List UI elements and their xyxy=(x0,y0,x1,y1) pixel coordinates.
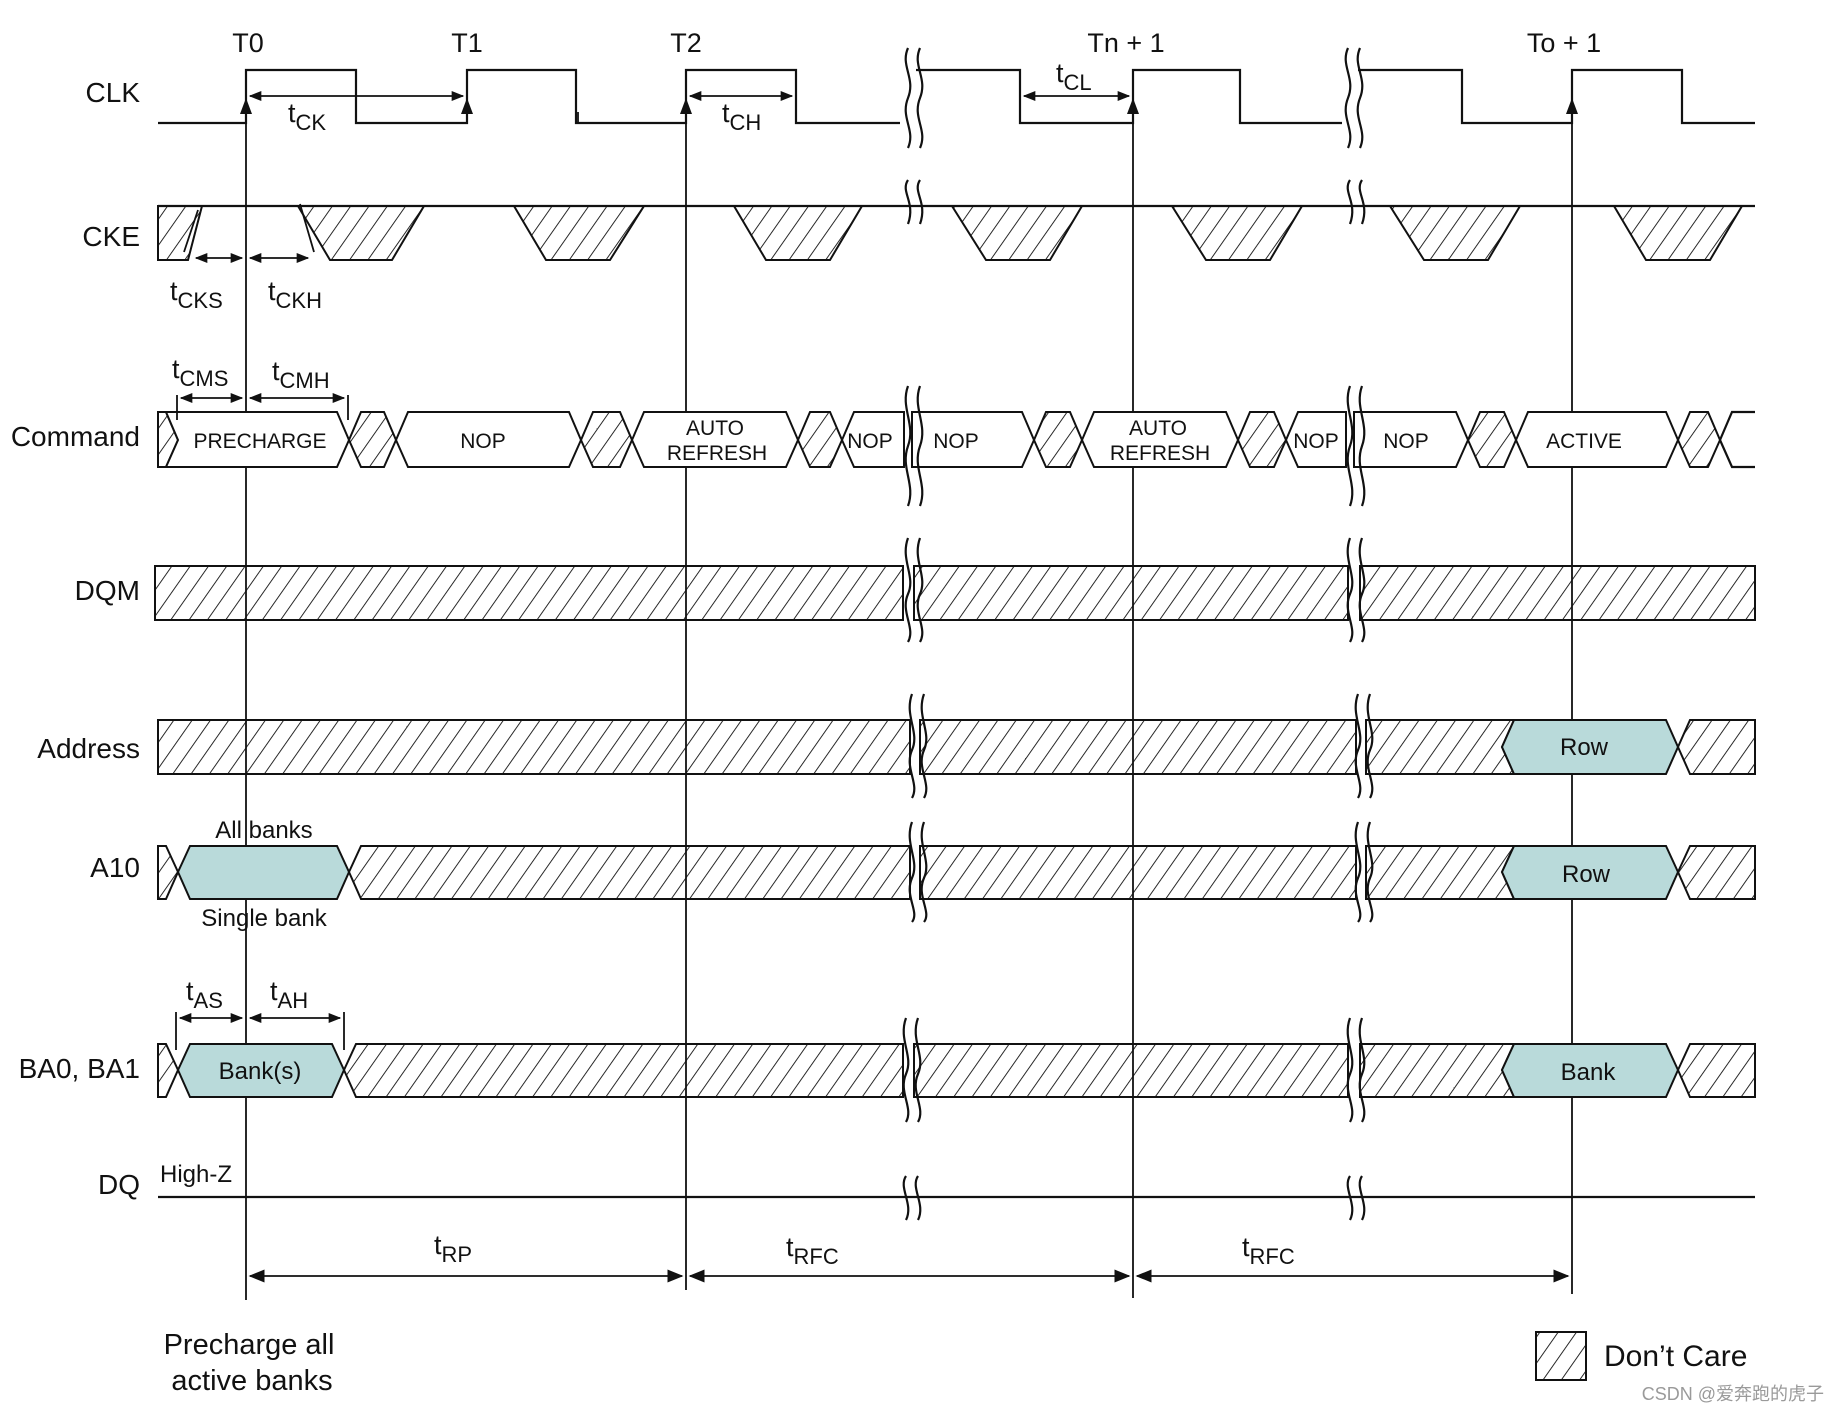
dq-line: High-Z xyxy=(158,1161,1755,1199)
param-tcks: tCKS xyxy=(170,276,223,313)
break-marker xyxy=(904,537,924,643)
command-label: AUTO xyxy=(1129,417,1187,440)
signal-label-dq: DQ xyxy=(98,1169,140,1200)
command-label: NOP xyxy=(933,430,979,453)
clk-edge-arrow xyxy=(1566,98,1578,114)
break-marker xyxy=(1346,179,1366,225)
footnote-line-2: active banks xyxy=(171,1365,332,1397)
param-trfc: tRFC xyxy=(1242,1232,1295,1269)
command-bus: PRECHARGE NOP AUTO REFRESH NOP NOP AUTO … xyxy=(157,354,1755,469)
signal-labels: CLK CKE Command DQM Address A10 BA0, BA1… xyxy=(11,77,140,1200)
param-trfc: tRFC xyxy=(786,1232,839,1269)
command-nop xyxy=(911,411,1036,468)
command-nop xyxy=(840,411,905,468)
clock-labels: T0 T1 T2 Tn + 1 To + 1 xyxy=(232,28,1601,58)
watermark: CSDN @爱奔跑的虎子 xyxy=(1642,1384,1824,1404)
command-nop xyxy=(1284,411,1347,468)
param-tas: tAS xyxy=(186,976,223,1013)
legend-label: Don’t Care xyxy=(1604,1340,1747,1373)
param-tah: tAH xyxy=(270,976,308,1013)
clock-label-to1: To + 1 xyxy=(1527,28,1601,58)
clk-edge-arrow xyxy=(680,98,692,114)
param-tckh: tCKH xyxy=(268,276,322,313)
param-tcmh: tCMH xyxy=(272,356,330,393)
signal-label-a10: A10 xyxy=(90,852,140,883)
break-marker xyxy=(1354,821,1374,923)
break-marker xyxy=(1346,537,1366,643)
param-trp: tRP xyxy=(434,1230,472,1267)
dqm-bus xyxy=(154,565,1756,621)
break-marker xyxy=(902,1017,922,1123)
break-marker xyxy=(1354,693,1374,799)
signal-label-clk: CLK xyxy=(86,77,141,108)
clk-waveform: tCK tCH tCL xyxy=(158,58,1755,135)
command-label: NOP xyxy=(1293,430,1339,453)
clock-label-t0: T0 xyxy=(232,28,264,58)
ba-bank-label: Bank xyxy=(1561,1059,1617,1086)
signal-label-dqm: DQM xyxy=(75,575,140,606)
break-marker xyxy=(904,47,924,149)
ba-bus: Bank(s) Bank tAS tAH xyxy=(157,976,1756,1098)
clk-edge-arrow xyxy=(461,98,473,114)
a10-single-bank-label: Single bank xyxy=(201,905,327,932)
param-tcl: tCL xyxy=(1056,58,1092,95)
break-marker xyxy=(904,385,924,507)
command-label: NOP xyxy=(1383,430,1429,453)
cke-waveform: tCKS tCKH xyxy=(157,203,1755,313)
dq-high-z-label: High-Z xyxy=(160,1161,232,1188)
param-tck: tCK xyxy=(288,98,326,135)
break-marker xyxy=(1344,47,1364,149)
param-tcms: tCMS xyxy=(172,354,228,391)
clock-label-t2: T2 xyxy=(670,28,702,58)
a10-row-label: Row xyxy=(1562,861,1611,888)
address-bus: Row xyxy=(157,719,1756,775)
legend: Don’t Care xyxy=(1535,1331,1747,1381)
command-label: AUTO xyxy=(686,417,744,440)
break-marker xyxy=(908,693,928,799)
signal-label-cke: CKE xyxy=(82,221,140,252)
break-marker xyxy=(1346,385,1366,507)
footnote-line-1: Precharge all xyxy=(164,1329,335,1361)
command-label: ACTIVE xyxy=(1546,430,1622,453)
a10-all-banks-label: All banks xyxy=(215,817,312,844)
command-label: PRECHARGE xyxy=(193,430,326,453)
signal-label-command: Command xyxy=(11,421,140,452)
break-marker xyxy=(1346,1175,1366,1221)
bottom-timing: tRP tRFC tRFC xyxy=(248,1230,1570,1283)
command-label: REFRESH xyxy=(667,442,767,465)
address-row-label: Row xyxy=(1560,734,1609,761)
command-label: NOP xyxy=(460,430,506,453)
signal-label-address: Address xyxy=(37,733,140,764)
command-nop xyxy=(1353,411,1470,468)
clock-label-t1: T1 xyxy=(451,28,483,58)
break-markers xyxy=(902,47,1374,1221)
command-label: NOP xyxy=(847,430,893,453)
break-marker xyxy=(1346,1017,1366,1123)
clk-edge-arrow xyxy=(1127,98,1139,114)
signal-label-ba: BA0, BA1 xyxy=(19,1053,140,1084)
param-tch: tCH xyxy=(722,98,761,135)
a10-precharge-value xyxy=(176,845,351,900)
clock-label-tn1: Tn + 1 xyxy=(1087,28,1164,58)
command-label: REFRESH xyxy=(1110,442,1210,465)
ba-banks-label: Bank(s) xyxy=(219,1058,302,1085)
break-marker xyxy=(904,179,924,225)
a10-bus: Row All banks Single bank xyxy=(157,817,1756,932)
break-marker xyxy=(908,821,928,923)
command-precharge xyxy=(164,411,351,468)
legend-swatch xyxy=(1535,1331,1587,1381)
clk-edge-arrow xyxy=(240,98,252,114)
break-marker xyxy=(902,1175,922,1221)
